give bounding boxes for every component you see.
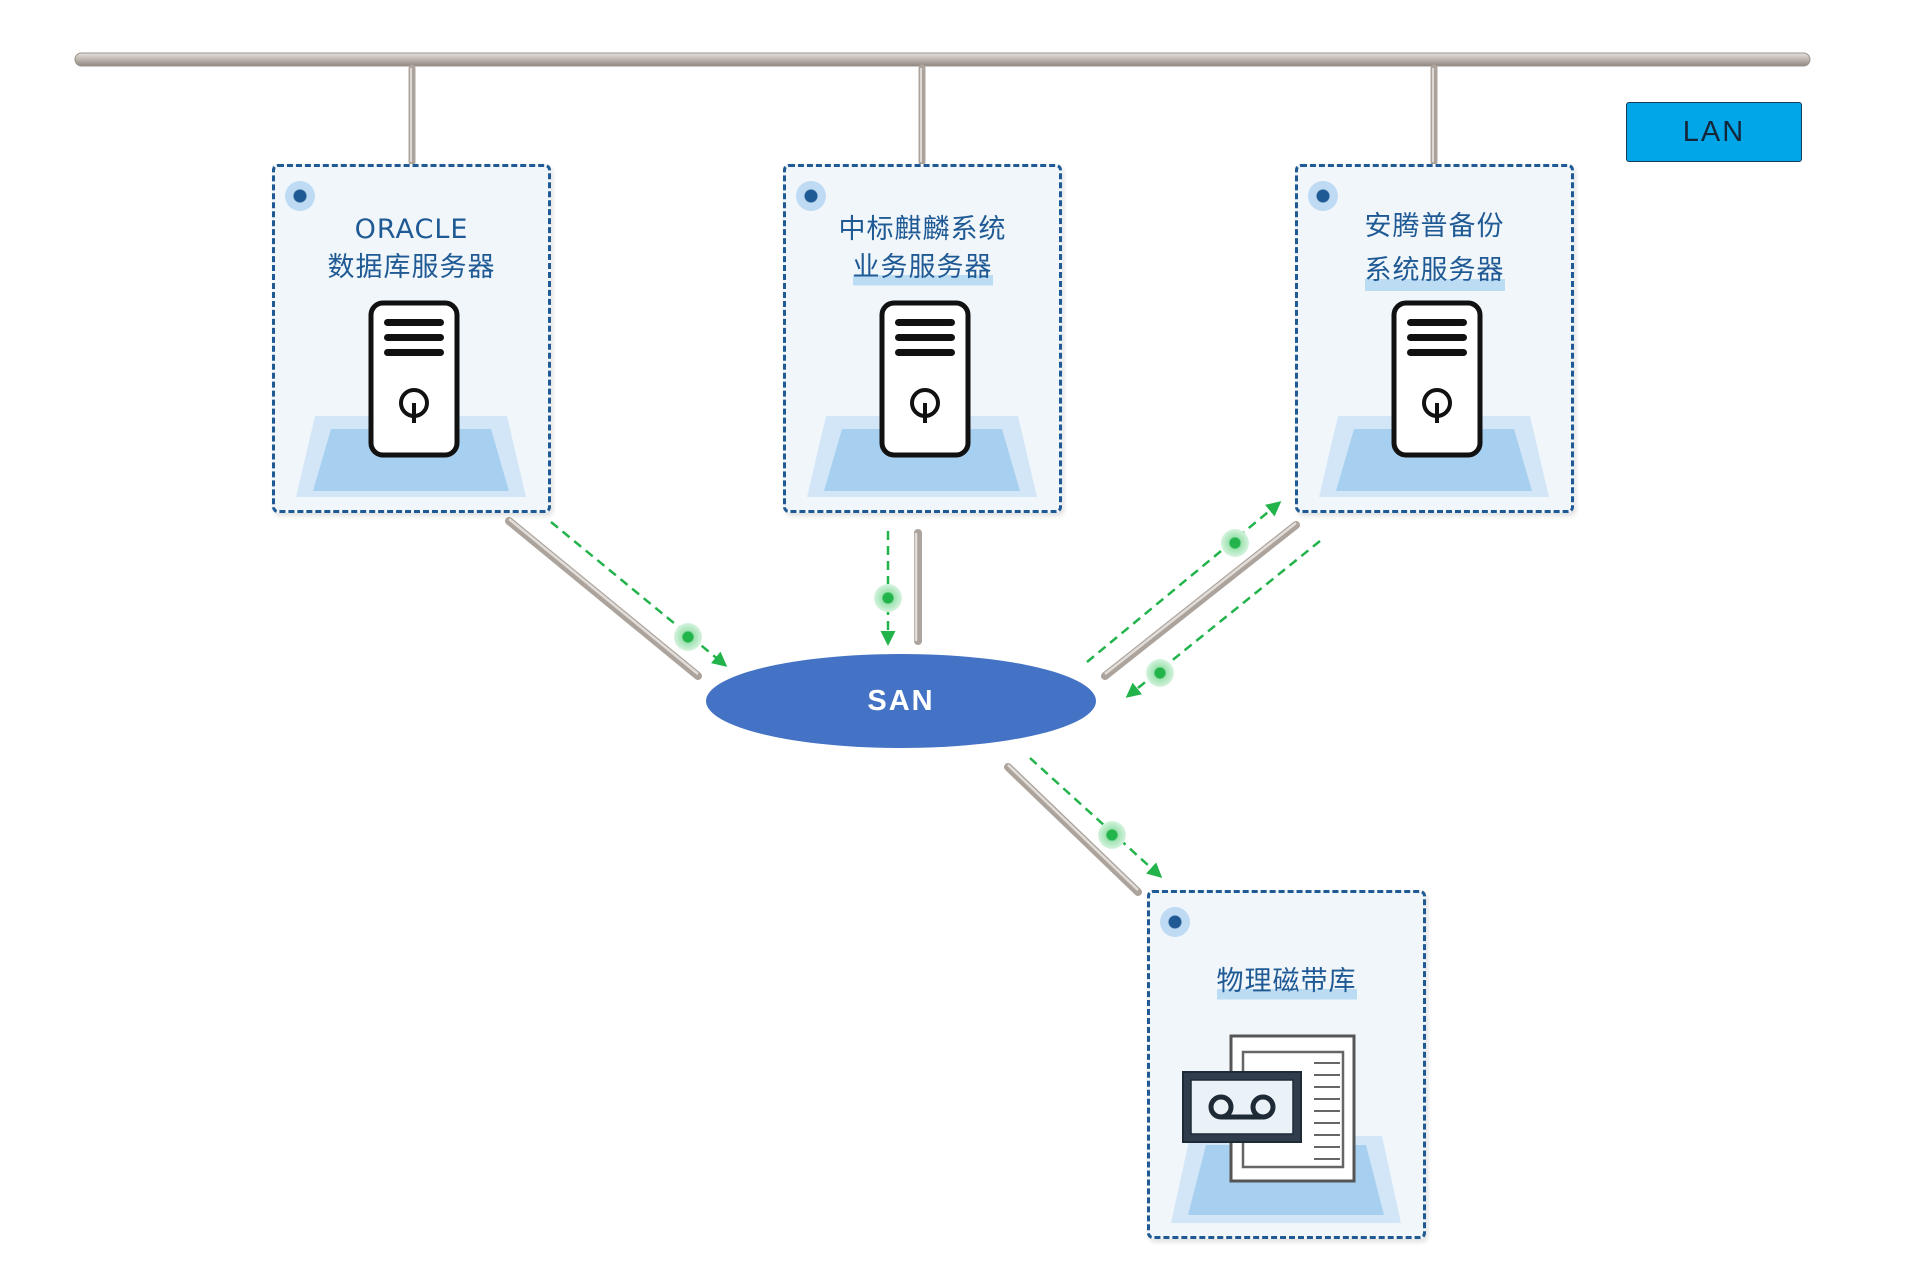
- node-label-line2: 数据库服务器: [327, 252, 496, 283]
- san-label: SAN: [867, 684, 935, 717]
- flow-arrow-backup-to-san: [1125, 540, 1321, 698]
- lan-label-badge: LAN: [1626, 102, 1802, 162]
- backup-system-server-node[interactable]: 安腾普备份 系统服务器: [1295, 164, 1574, 513]
- node-label: ORACLE 数据库服务器: [275, 211, 548, 287]
- lan-bus: [74, 52, 1811, 67]
- flow-arrow-san-to-tape: [1029, 757, 1163, 879]
- node-label: 中标麒麟系统 业务服务器: [786, 211, 1059, 287]
- lan-drop-highlight: [410, 68, 1434, 162]
- kylin-business-server-node[interactable]: 中标麒麟系统 业务服务器: [783, 164, 1062, 513]
- oracle-db-server-node[interactable]: ORACLE 数据库服务器: [272, 164, 551, 513]
- flow-pulse-icon: [1146, 659, 1174, 687]
- node-label-line2: 业务服务器: [852, 249, 993, 287]
- flow-pulse-icon: [874, 584, 902, 612]
- server-icon: [807, 300, 1037, 497]
- node-label-line1: 中标麒麟系统: [838, 214, 1007, 245]
- node-label: 物理磁带库: [1150, 963, 1423, 1001]
- server-icon: [296, 300, 526, 497]
- status-dot-icon: [285, 181, 315, 211]
- node-label-line2: 系统服务器: [1364, 249, 1505, 293]
- lan-drop-lines: [408, 64, 1438, 166]
- lan-label: LAN: [1682, 115, 1746, 148]
- flow-pulse-icon: [674, 623, 702, 651]
- status-dot-icon: [1160, 907, 1190, 937]
- node-label-line1: 物理磁带库: [1216, 963, 1357, 1001]
- tape-library-node[interactable]: 物理磁带库: [1147, 890, 1426, 1239]
- san-network: SAN: [706, 654, 1096, 748]
- node-label-line1: ORACLE: [354, 214, 469, 245]
- san-cables-highlight: [508, 518, 1297, 891]
- flow-pulse-icon: [1098, 821, 1126, 849]
- server-icon: [1319, 300, 1549, 497]
- flow-pulse-icon: [1221, 529, 1249, 557]
- tape-library-icon: [1171, 1034, 1401, 1223]
- node-label-line1: 安腾普备份: [1364, 211, 1505, 242]
- flow-arrow-san-to-backup: [1086, 501, 1282, 663]
- status-dot-icon: [796, 181, 826, 211]
- status-dot-icon: [1308, 181, 1338, 211]
- san-cables: [505, 517, 1300, 896]
- flow-pulse-markers: [674, 529, 1249, 849]
- node-label: 安腾普备份 系统服务器: [1298, 205, 1571, 293]
